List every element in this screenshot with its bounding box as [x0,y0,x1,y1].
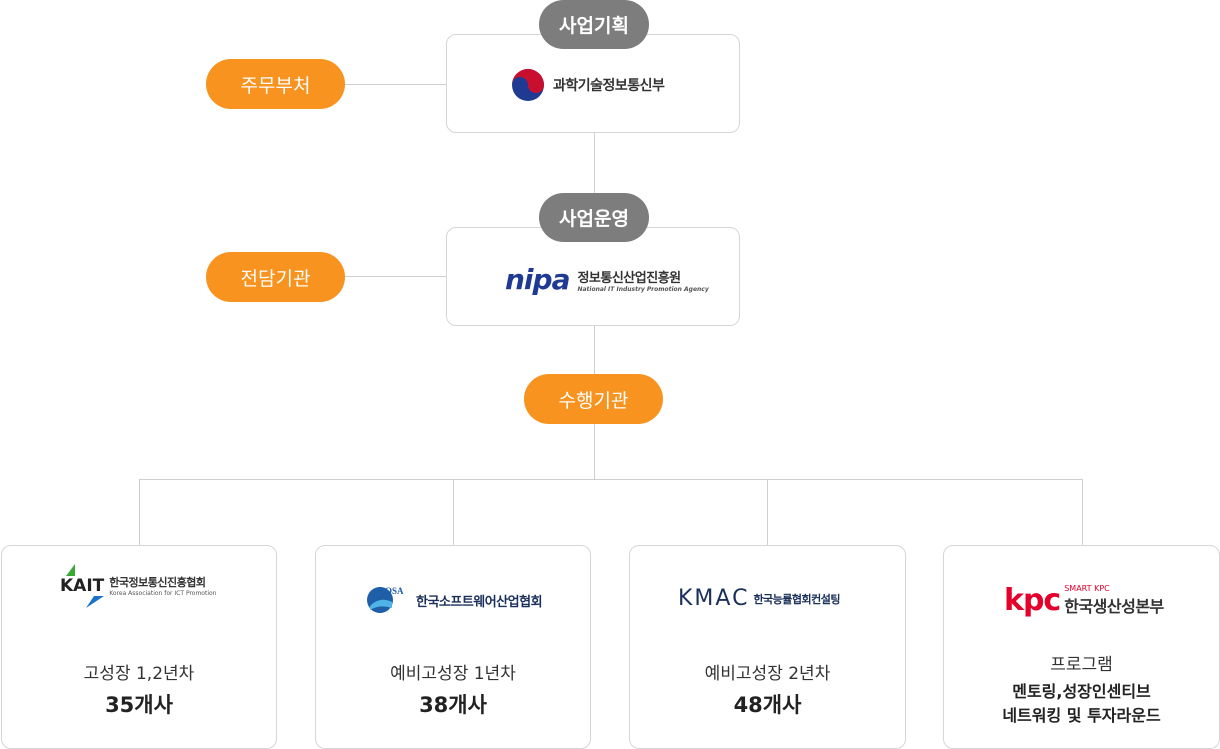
kait-logo: KAIT 한국정보통신진흥협회 Korea Association for IC… [60,563,217,608]
operation-label: 사업운영 [539,193,649,242]
agency-name: 정보통신산업진흥원 [577,270,681,286]
card-kpc: kpc SMART KPC 한국생산성본부 프로그램 멘토링,성장인센티브 네트… [943,545,1220,749]
connector-line [1082,479,1083,546]
kpc-logo: kpc SMART KPC 한국생산성본부 [1004,584,1164,617]
kosa-globe-icon [367,587,393,613]
nipa-logo: nipa 정보통신산업진흥원 National IT Industry Prom… [505,263,709,296]
connector-line [344,84,447,85]
card-kait: KAIT 한국정보통신진흥협회 Korea Association for IC… [1,545,277,749]
performing-label: 수행기관 [524,374,663,424]
kosa-logo: KOSA 한국소프트웨어산업협회 [366,586,543,614]
agency-box: nipa 정보통신산업진흥원 National IT Industry Prom… [446,227,740,326]
kait-name-en: Korea Association for ICT Promotion [109,590,217,597]
ministry-role-label: 주무부처 [206,59,345,109]
kosa-logo-text: KOSA [378,586,404,596]
kosa-count: 38개사 [419,693,487,717]
kmac-logo: KMAC 한국능률협회컨설팅 [678,586,841,611]
card-kosa: KOSA 한국소프트웨어산업협회 예비고성장 1년차 38개사 [315,545,591,749]
kmac-track: 예비고성장 2년차 [704,664,831,684]
kpc-program-title: 프로그램 [1050,655,1113,675]
connector-line [767,479,768,546]
ministry-logo: 과학기술정보통신부 [511,68,665,102]
kait-wing-icon [86,595,104,608]
kait-count: 35개사 [105,693,173,717]
connector-line [139,479,140,546]
agency-name-en: National IT Industry Promotion Agency [577,285,709,293]
kait-logo-text: KAIT [60,575,105,596]
nipa-logo-text: nipa [505,263,570,296]
kmac-count: 48개사 [733,693,802,717]
connector-line [453,479,454,546]
kpc-logo-sub: SMART KPC [1064,584,1110,593]
kait-name: 한국정보통신진흥협회 [109,576,206,589]
kpc-name: 한국생산성본부 [1064,597,1164,616]
kosa-track: 예비고성장 1년차 [390,664,516,684]
kmac-name: 한국능률협회컨설팅 [753,592,841,606]
connector-line [594,325,595,377]
kosa-name: 한국소프트웨어산업협회 [416,594,543,610]
connector-line [594,424,595,480]
ministry-box: 과학기술정보통신부 [446,34,740,133]
card-kmac: KMAC 한국능률협회컨설팅 예비고성장 2년차 48개사 [629,545,906,749]
kpc-logo-text: kpc [1004,582,1061,618]
kpc-program-line1: 멘토링,성장인센티브 [1012,682,1151,701]
kmac-logo-text: KMAC [678,586,750,611]
kait-track: 고성장 1,2년차 [83,664,195,684]
agency-role-label: 전담기관 [206,252,345,302]
planning-label: 사업기획 [539,0,649,49]
connector-line [139,479,1083,480]
kpc-program-line2: 네트워킹 및 투자라운드 [1002,706,1161,725]
connector-line [594,132,595,194]
connector-line [344,276,447,277]
ministry-name: 과학기술정보통신부 [553,78,665,94]
kait-leaf-icon [66,563,75,576]
taegeuk-icon [512,69,544,101]
